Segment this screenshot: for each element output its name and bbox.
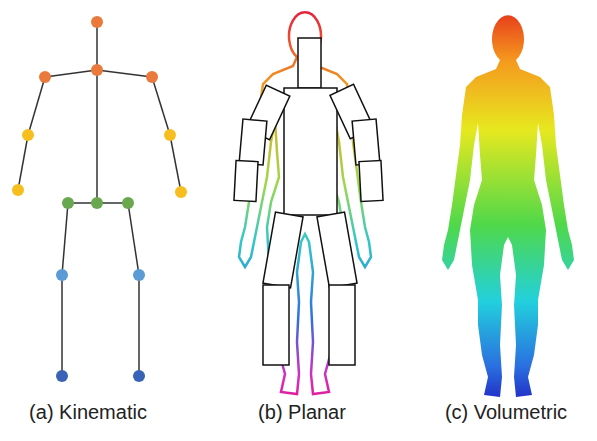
panel-caption: (a) Kinematic [29, 400, 147, 424]
volumetric-body [442, 15, 574, 397]
panel-caption: (b) Planar [258, 400, 346, 424]
kinematic-skeleton [18, 22, 181, 376]
joint-dots [12, 16, 187, 382]
planar-rectangles [234, 38, 383, 365]
panel-caption: (c) Volumetric [445, 400, 567, 424]
planar-outline [239, 12, 371, 394]
